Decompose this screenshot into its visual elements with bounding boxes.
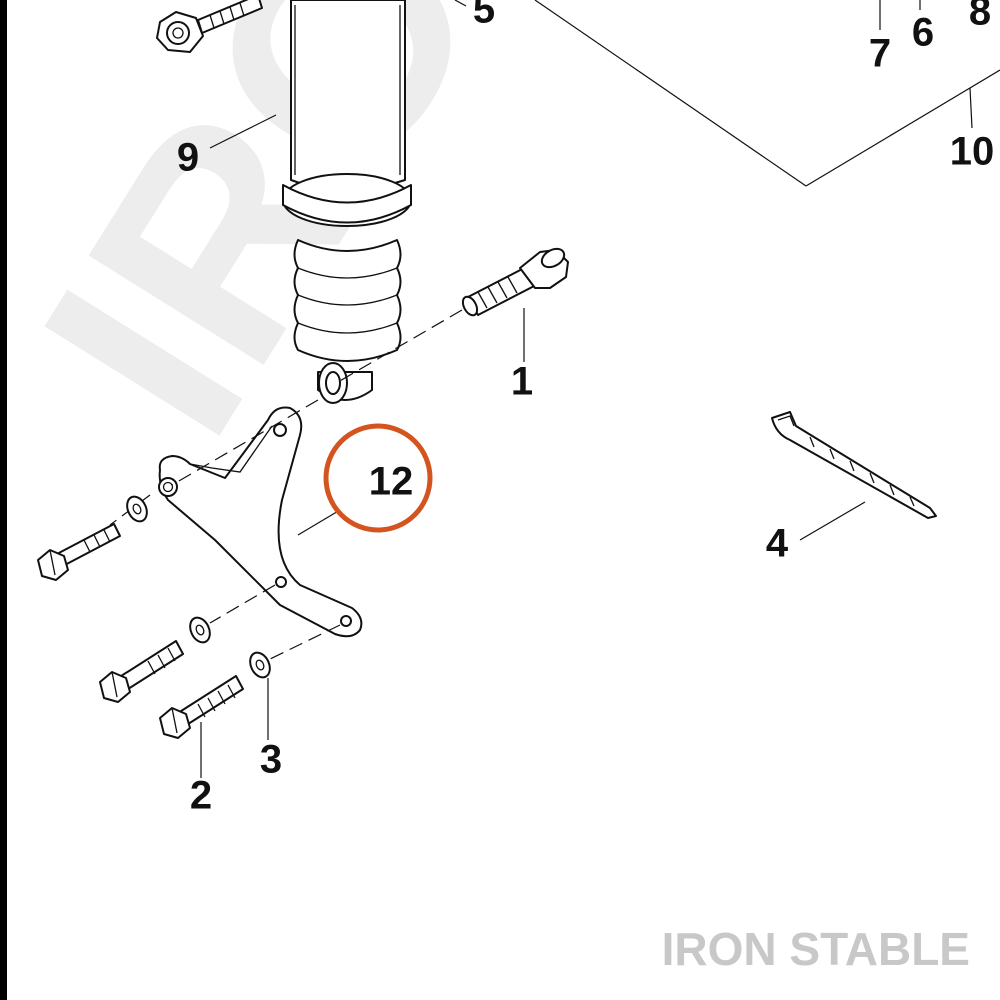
callout-5: 5 <box>473 0 495 32</box>
bracket-bolt-upper <box>37 523 121 581</box>
highlight-circle <box>323 423 433 533</box>
leader-lines <box>200 0 1000 778</box>
bracket-bolt-lower <box>159 675 244 739</box>
frame-edge <box>0 0 7 1000</box>
callout-12: 12 <box>369 460 414 504</box>
bracket-bolt-middle <box>99 640 184 703</box>
callout-1: 1 <box>511 360 533 404</box>
callout-6: 6 <box>912 11 934 55</box>
callout-10: 10 <box>950 130 995 174</box>
mounting-bracket <box>158 406 363 638</box>
watermark-text: IRON STABLE <box>662 923 970 975</box>
cable-tie <box>771 411 937 519</box>
callout-4: 4 <box>766 522 789 566</box>
washers <box>126 495 271 679</box>
top-mount-bolt <box>156 0 263 53</box>
callout-8: 8 <box>969 0 991 34</box>
bolt-1 <box>461 247 569 317</box>
shock-absorber <box>282 0 412 404</box>
callout-3: 3 <box>260 738 282 782</box>
callout-9: 9 <box>177 136 199 180</box>
callout-7: 7 <box>869 32 891 76</box>
callout-2: 2 <box>190 774 212 818</box>
